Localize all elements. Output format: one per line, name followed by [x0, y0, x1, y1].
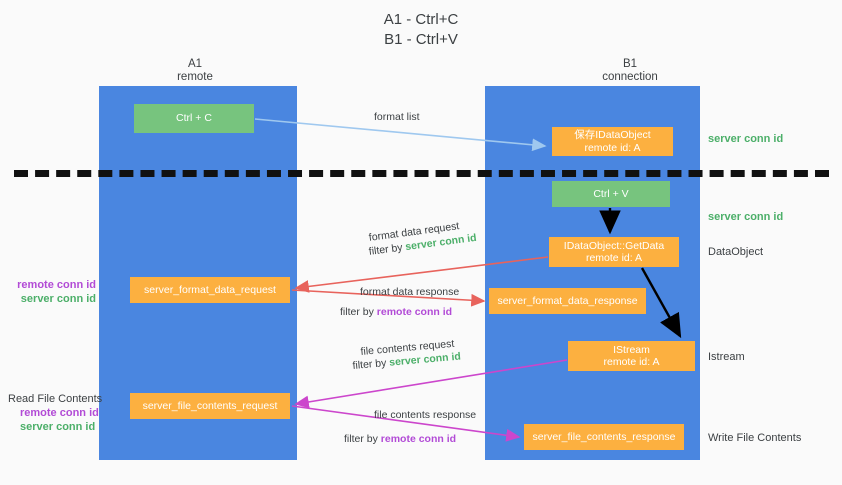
annotation-server-conn-id-mid: server conn id: [708, 211, 784, 223]
filter-prefix: filter by: [368, 241, 407, 258]
label-file-contents-response: file contents response: [374, 409, 477, 421]
filter-prefix: filter by: [340, 306, 377, 318]
filter-value-remote-conn-id: remote conn id: [380, 433, 457, 445]
annotation-server-conn-id-2: server conn id: [20, 421, 96, 433]
box-idataobject-getdata[interactable]: IDataObject::GetData remote id: A: [549, 237, 679, 267]
annotation-istream: Istream: [708, 351, 745, 363]
annotation-dataobject: DataObject: [708, 246, 764, 258]
label-file-contents-response-filter: filter by remote conn id: [344, 432, 456, 446]
annotation-left-read-file-contents: Read File Contents remote conn id server…: [8, 392, 188, 434]
column-header-b1: B1 connection: [602, 58, 658, 83]
annotation-left-conn-ids-1: remote conn id server conn id: [8, 278, 96, 306]
box-save-idataobject[interactable]: 保存IDataObject remote id: A: [552, 127, 673, 156]
filter-value-remote-conn-id: remote conn id: [376, 306, 453, 318]
box-server-file-contents-response[interactable]: server_file_contents_response: [524, 424, 684, 450]
label-format-list: format list: [374, 111, 420, 123]
box-server-format-data-request[interactable]: server_format_data_request: [130, 277, 290, 303]
annotation-read-file-contents: Read File Contents: [8, 393, 103, 405]
box-server-format-data-response[interactable]: server_format_data_response: [489, 288, 646, 314]
column-header-a1: A1 remote: [177, 58, 213, 83]
transport-boundary-divider: [14, 170, 829, 177]
annotation-server-conn-id-top: server conn id: [708, 133, 784, 145]
label-format-data-response-filter: filter by remote conn id: [340, 305, 452, 319]
box-server-file-contents-request[interactable]: server_file_contents_request: [130, 393, 290, 419]
box-istream[interactable]: IStream remote id: A: [568, 341, 695, 371]
annotation-server-conn-id-1: server conn id: [20, 293, 96, 305]
box-ctrl-c[interactable]: Ctrl + C: [134, 104, 254, 133]
filter-prefix: filter by: [352, 356, 390, 372]
annotation-write-file-contents: Write File Contents: [708, 432, 802, 444]
label-format-data-response: format data response: [360, 286, 460, 298]
annotation-remote-conn-id-2: remote conn id: [20, 407, 99, 419]
filter-prefix: filter by: [344, 433, 381, 445]
page-title: A1 - Ctrl+C B1 - Ctrl+V: [383, 11, 459, 48]
box-ctrl-v[interactable]: Ctrl + V: [552, 181, 670, 207]
annotation-remote-conn-id-1: remote conn id: [17, 279, 96, 291]
